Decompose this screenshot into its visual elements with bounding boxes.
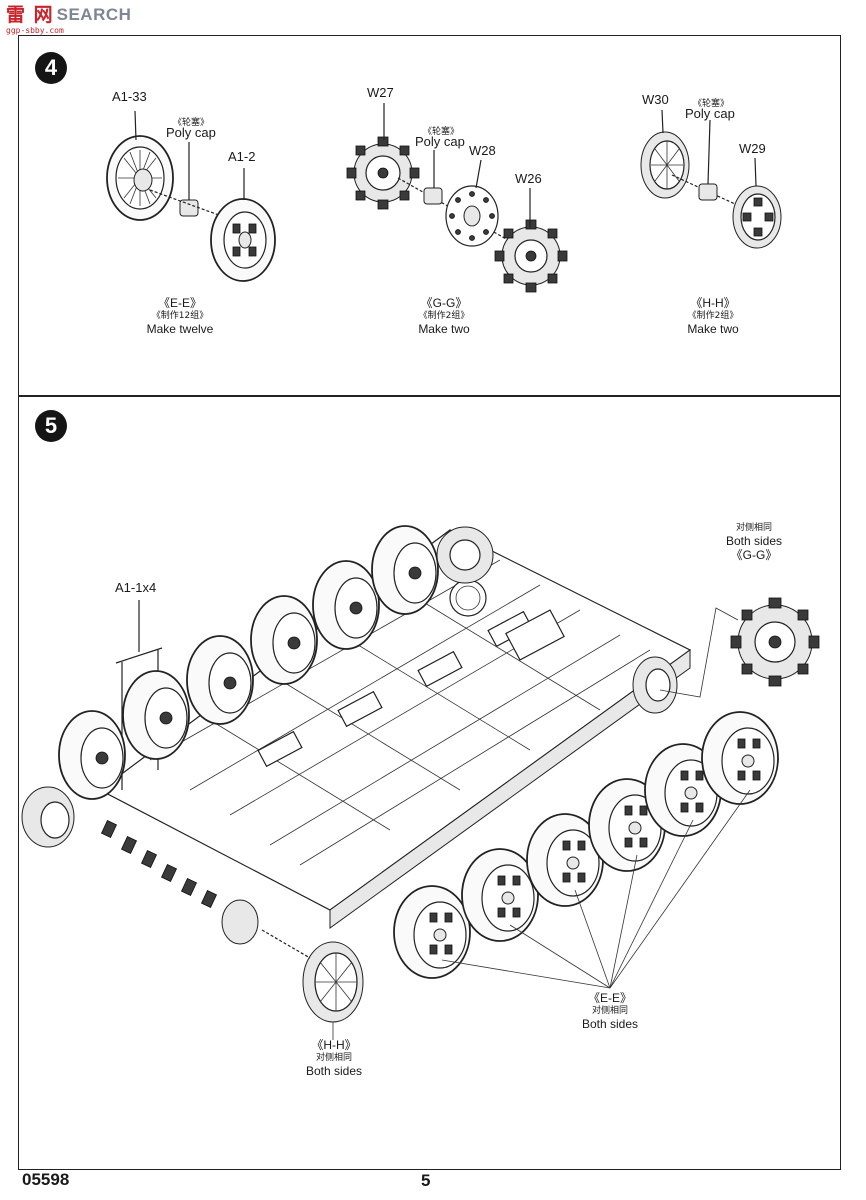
step4-panel: [18, 35, 841, 396]
callout-gg-label: 对侧相同 Both sides 《G-G》: [704, 522, 804, 562]
watermark-brand-cn: 雷 网: [6, 4, 54, 26]
callout-hh-label: 《H-H》 对侧相同 Both sides: [284, 1038, 384, 1078]
watermark-brand-en: SEARCH: [56, 5, 132, 24]
part-label-a1-1x4: A1-1x4: [115, 580, 157, 595]
near-side-road-wheels: [393, 711, 779, 979]
part-label-w29: W29: [739, 141, 766, 156]
callout-ee-cn: 对侧相同: [591, 1006, 628, 1016]
caption-en-gg: Make two: [418, 322, 470, 336]
poly-cap-label-ee: Poly cap: [166, 125, 216, 140]
poly-cap-cn-hh: 《轮塞》: [693, 99, 730, 109]
part-label-w30: W30: [642, 92, 669, 107]
caption-code-ee: 《E-E》: [157, 296, 202, 310]
kit-code: 05598: [22, 1170, 70, 1189]
caption-hh: 《H-H》 《制作2组》 Make two: [653, 296, 773, 336]
callout-sprocket-gg: [659, 597, 820, 698]
ee-leader-lines: [441, 789, 751, 989]
watermark-logo: 雷 网 SEARCH: [6, 4, 131, 26]
sprocket-w27-drawing: [346, 103, 420, 210]
callout-gg-en: Both sides: [725, 534, 783, 548]
poly-cap-hh-drawing: [671, 119, 749, 211]
caption-code-hh: 《H-H》: [690, 296, 736, 310]
poly-cap-cn-ee: 《轮塞》: [173, 118, 210, 128]
callout-ee-label: 《E-E》 对侧相同 Both sides: [560, 991, 660, 1031]
road-wheel-inner-drawing: [210, 168, 276, 282]
sprocket-w26-drawing: [494, 188, 568, 293]
idler-w30-drawing: [640, 109, 690, 199]
poly-cap-cn-gg: 《轮塞》: [423, 127, 460, 137]
callout-hh-cn: 对侧相同: [315, 1053, 352, 1063]
callout-ee-code: 《E-E》: [587, 991, 632, 1005]
caption-en-ee: Make twelve: [146, 322, 214, 336]
disc-w28-drawing: [445, 159, 499, 247]
far-side-road-wheels: [58, 525, 439, 800]
callout-gg-cn: 对侧相同: [735, 523, 772, 533]
part-label-w28: W28: [469, 143, 496, 158]
page-number: 5: [421, 1171, 431, 1190]
idler-w29-drawing: [732, 157, 782, 249]
track-link-chain: [21, 786, 259, 945]
part-label-w26: W26: [515, 171, 542, 186]
caption-cn-gg: 《制作2组》: [418, 311, 470, 321]
caption-ee: 《E-E》 《制作12组》 Make twelve: [120, 296, 240, 336]
step5-panel: [18, 396, 841, 1170]
poly-cap-label-gg: Poly cap: [415, 134, 465, 149]
hull-chassis-drawing: [98, 529, 692, 929]
callout-hh-code: 《H-H》: [311, 1038, 357, 1052]
poly-cap-label-hh: Poly cap: [685, 106, 735, 121]
callout-hh-en: Both sides: [305, 1064, 363, 1078]
caption-en-hh: Make two: [687, 322, 739, 336]
part-label-w27: W27: [367, 85, 394, 100]
watermark-url: ggp-sbby.com: [6, 26, 64, 35]
road-wheel-outer-drawing: [106, 110, 174, 221]
far-side-sprocket: [436, 526, 494, 584]
caption-cn-ee: 《制作12组》: [151, 311, 209, 321]
caption-code-gg: 《G-G》: [420, 296, 468, 310]
callout-ee-en: Both sides: [581, 1017, 639, 1031]
callout-gg-code: 《G-G》: [730, 548, 778, 562]
part-label-a1-33: A1-33: [112, 89, 147, 104]
caption-gg: 《G-G》 《制作2组》 Make two: [384, 296, 504, 336]
rear-final-drive: [632, 656, 678, 714]
callout-idler-hh: [261, 929, 364, 1040]
poly-cap-ee-drawing: [149, 142, 239, 223]
step-5-badge: 5: [35, 410, 67, 442]
part-label-a1-2: A1-2: [228, 149, 256, 164]
caption-cn-hh: 《制作2组》: [687, 311, 739, 321]
step-4-badge: 4: [35, 52, 67, 84]
